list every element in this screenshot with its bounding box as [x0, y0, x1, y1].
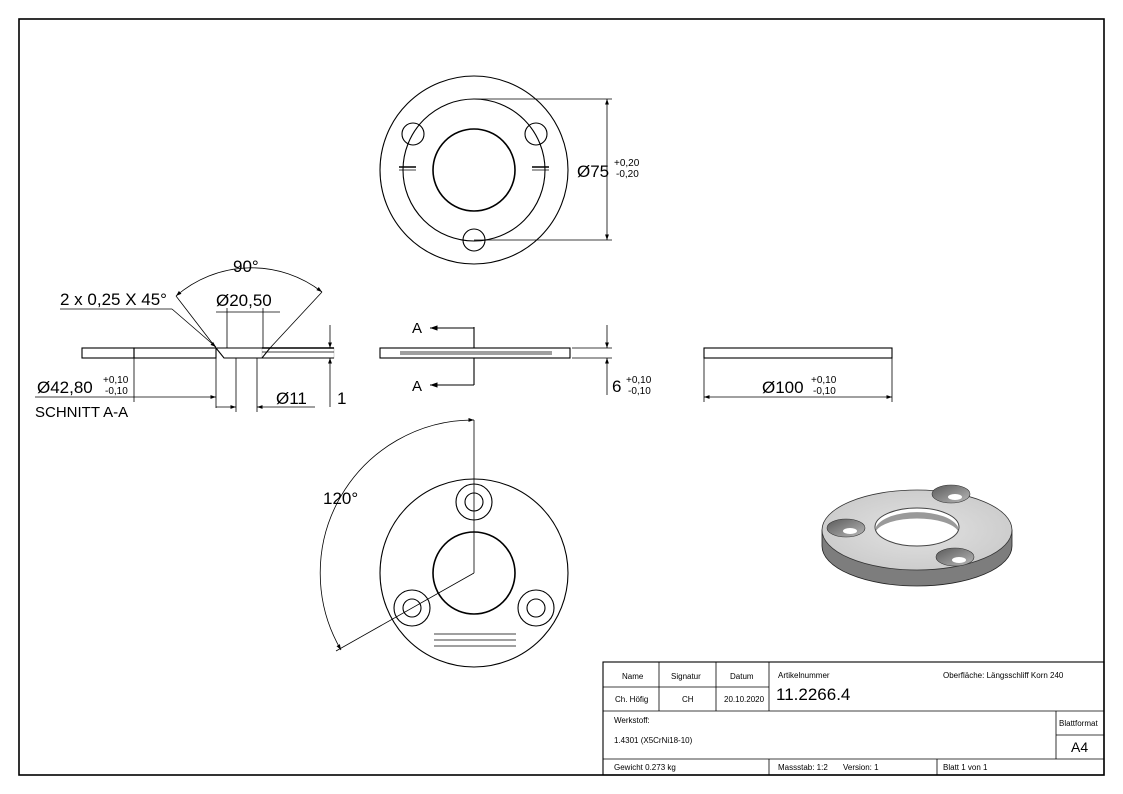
tb-name-value: Ch. Höfig [615, 695, 648, 704]
tb-werkstoff-value: 1.4301 (X5CrNi18-10) [614, 736, 693, 745]
section-view: 90° 2 x 0,25 X 45° Ø20,50 1 Ø42,80 +0,10… [35, 257, 346, 421]
dim-d100-tol-minus: -0,10 [813, 386, 836, 397]
dim-d75: Ø75 [577, 162, 609, 181]
bottom-hole-right [517, 589, 555, 627]
dim-d100-tol-plus: +0,10 [811, 375, 837, 386]
dim-angle-120: 120° [323, 489, 358, 508]
dim-chamfer: 2 x 0,25 X 45° [60, 290, 167, 309]
center-bore [432, 128, 516, 212]
dim-angle-90: 90° [233, 257, 259, 276]
dim-d11: Ø11 [276, 389, 307, 408]
bolt-hole-top-right [524, 122, 548, 146]
dim-thickness-6-tol-plus: +0,10 [626, 375, 652, 386]
bottom-view: 120° [319, 418, 569, 668]
section-title: SCHNITT A-A [35, 404, 128, 421]
isometric-view [821, 484, 1013, 587]
sheet-border [18, 18, 1105, 776]
tb-version: Version: 1 [843, 763, 879, 772]
section-marker-a-bottom: A [412, 378, 422, 395]
tb-blattformat-value: A4 [1071, 739, 1088, 755]
tb-header-name: Name [622, 672, 644, 681]
tb-werkstoff-label: Werkstoff: [614, 716, 650, 725]
front-view: A A 6 +0,10 -0,10 [379, 320, 652, 397]
dim-depth-1: 1 [337, 389, 346, 408]
tb-massstab: Massstab: 1:2 [778, 763, 828, 772]
tb-header-datum: Datum [730, 672, 754, 681]
dim-d42-80: Ø42,80 [37, 378, 93, 397]
dim-thickness-6: 6 [612, 377, 621, 396]
side-view-plate [703, 347, 893, 359]
dim-d42-80-tol-minus: -0,10 [105, 386, 128, 397]
tb-artikelnummer-value: 11.2266.4 [776, 685, 850, 704]
front-view-plate [379, 347, 571, 359]
dim-d42-80-tol-plus: +0,10 [103, 375, 129, 386]
tb-blatt: Blatt 1 von 1 [943, 763, 988, 772]
dim-d20-50: Ø20,50 [216, 291, 272, 310]
dim-d75-tol-minus: -0,20 [616, 169, 639, 180]
tb-datum-value: 20.10.2020 [724, 695, 765, 704]
section-hatched-left [81, 347, 135, 359]
side-view: Ø100 +0,10 -0,10 [703, 347, 893, 402]
bolt-hole-top-left [401, 122, 425, 146]
tb-oberflaeche: Oberfläche: Längsschliff Korn 240 [943, 671, 1064, 680]
dim-thickness-6-tol-minus: -0,10 [628, 386, 651, 397]
title-block: Name Signatur Datum Artikelnummer Oberfl… [602, 661, 1105, 776]
tb-signatur-value: CH [682, 695, 694, 704]
dim-d100: Ø100 [762, 378, 804, 397]
top-view: Ø75 +0,20 -0,20 [379, 75, 640, 265]
bolt-circle [402, 98, 546, 242]
tb-header-signatur: Signatur [671, 672, 701, 681]
tb-header-artikelnummer: Artikelnummer [778, 671, 830, 680]
outer-circle [379, 75, 569, 265]
dim-d75-tol-plus: +0,20 [614, 158, 640, 169]
tb-blattformat-label: Blattformat [1059, 719, 1098, 728]
tb-gewicht: Gewicht 0.273 kg [614, 763, 676, 772]
section-marker-a-top: A [412, 320, 422, 337]
